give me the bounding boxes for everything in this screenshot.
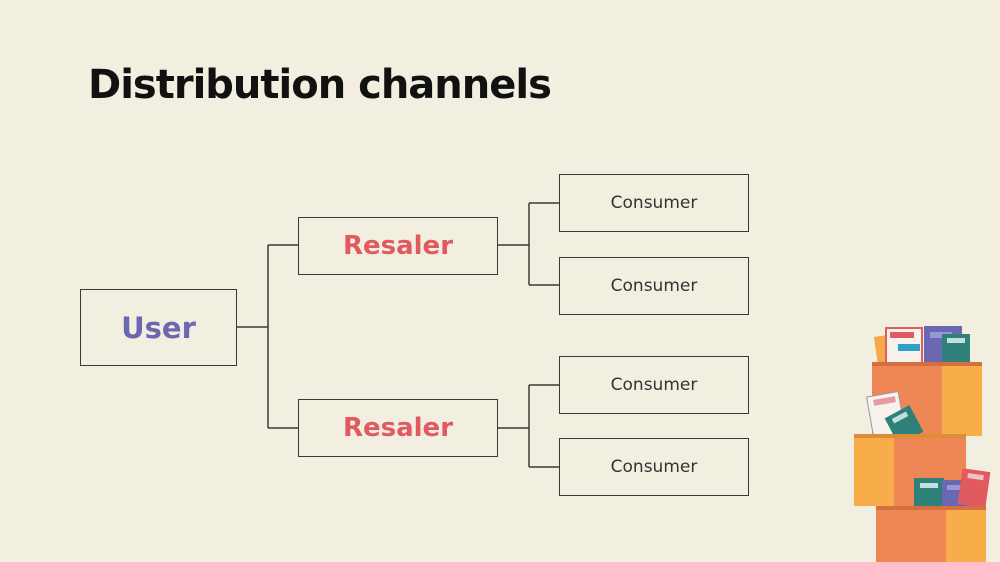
stacked-boxes-of-books-icon [854, 326, 991, 562]
consumer-node-4-label: Consumer [610, 457, 698, 477]
consumer-node-2-label: Consumer [610, 276, 698, 296]
consumer-node-3-label: Consumer [610, 375, 698, 395]
slide-title: Distribution channels [88, 62, 552, 108]
user-node-label: User [121, 310, 196, 345]
resaler-node-2-label: Resaler [342, 413, 454, 443]
consumer-node-2: Consumer [559, 257, 749, 315]
resaler-node-1-label: Resaler [342, 231, 454, 261]
consumer-node-1-label: Consumer [610, 193, 698, 213]
consumer-node-1: Consumer [559, 174, 749, 232]
resaler-node-2: Resaler [298, 399, 498, 457]
consumer-node-3: Consumer [559, 356, 749, 414]
consumer-node-4: Consumer [559, 438, 749, 496]
resaler-node-1: Resaler [298, 217, 498, 275]
user-node: User [80, 289, 237, 366]
